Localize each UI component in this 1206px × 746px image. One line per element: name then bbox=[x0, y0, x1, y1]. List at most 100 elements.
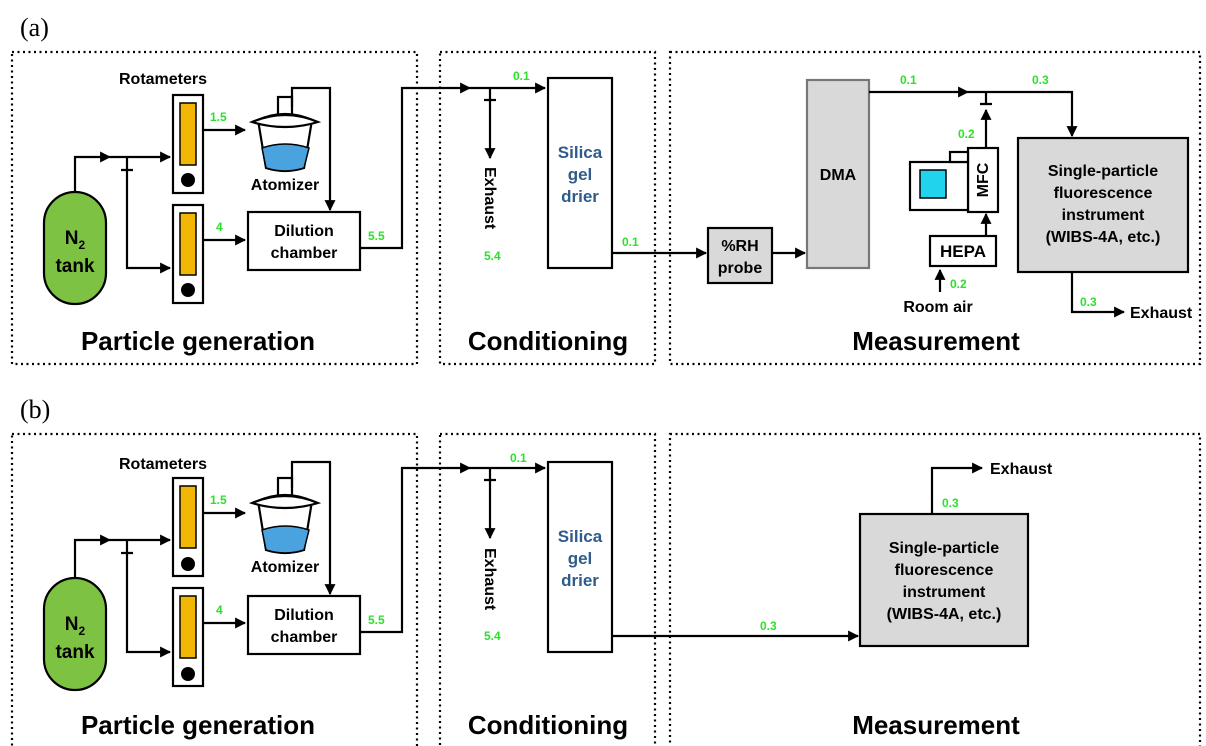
dilution-label-2: chamber bbox=[271, 245, 338, 262]
drier-label-3-b: drier bbox=[561, 571, 599, 590]
atomizer-icon bbox=[248, 95, 322, 173]
section-conditioning-b: Conditioning bbox=[468, 710, 628, 740]
drier-label-1: Silica bbox=[558, 143, 603, 162]
inst-label-1: Single-particle bbox=[1048, 163, 1158, 180]
tank-line bbox=[73, 151, 112, 192]
meas-tee bbox=[968, 90, 1002, 106]
flow-rot2: 4 bbox=[216, 220, 223, 234]
rh-label-1: %RH bbox=[721, 238, 758, 255]
flow-exhaust-b: 5.4 bbox=[484, 629, 501, 643]
room-air-label: Room air bbox=[903, 299, 972, 316]
inst-to-exhaust-b bbox=[930, 462, 984, 514]
rotameter-2-ball bbox=[181, 283, 195, 297]
flow-drier-in: 0.1 bbox=[513, 69, 530, 83]
flow-rot2-b: 4 bbox=[216, 603, 223, 617]
tee-to-instrument bbox=[1002, 90, 1078, 138]
inst-label-1-b: Single-particle bbox=[889, 540, 999, 557]
dma-label: DMA bbox=[820, 167, 857, 184]
flow-hepa: 0.2 bbox=[950, 277, 967, 291]
rotameter-1-ball-b bbox=[181, 557, 195, 571]
section-particle-generation: Particle generation bbox=[81, 326, 315, 356]
hepa-filter bbox=[928, 234, 998, 268]
inst-label-3-b: instrument bbox=[903, 584, 986, 601]
particle-generation-box bbox=[10, 50, 419, 366]
flow-mfc-up: 0.2 bbox=[958, 127, 975, 141]
tee-fitting bbox=[110, 155, 145, 172]
rotameter-1-tube bbox=[179, 102, 197, 166]
mfc-label: MFC bbox=[975, 162, 992, 197]
atomizer-label-b: Atomizer bbox=[251, 559, 319, 576]
inst-label-4-b: (WIBS-4A, etc.) bbox=[887, 606, 1002, 623]
flow-dil-out-b: 5.5 bbox=[368, 613, 385, 627]
tee-to-rot2-b bbox=[125, 553, 172, 658]
flow-exhaust: 5.4 bbox=[484, 249, 501, 263]
fluorescence-instrument bbox=[1016, 136, 1190, 274]
flow-inst-exhaust-b: 0.3 bbox=[942, 496, 959, 510]
rotameter-1-ball bbox=[181, 173, 195, 187]
cond-tee-b bbox=[470, 466, 505, 482]
fluorescence-instrument-b bbox=[858, 512, 1030, 648]
tank-label: N2 bbox=[65, 228, 86, 252]
tank-label-2: tank bbox=[55, 256, 95, 277]
dilution-to-conditioning bbox=[360, 82, 472, 250]
atomizer-label: Atomizer bbox=[251, 177, 319, 194]
hepa-label: HEPA bbox=[940, 242, 986, 261]
panel-a: (a) Particle generation Conditioning Mea… bbox=[10, 13, 1202, 366]
flow-drier-in-b: 0.1 bbox=[510, 451, 527, 465]
panel-b: (b) Particle generation Conditioning Mea… bbox=[10, 395, 1202, 746]
tee-to-rot2 bbox=[125, 170, 172, 274]
dilution-to-conditioning-b bbox=[360, 462, 472, 634]
exhaust-cond-label-b: Exhaust bbox=[481, 548, 498, 611]
exhaust-meas-label-b: Exhaust bbox=[990, 461, 1053, 478]
inst-label-2-b: fluorescence bbox=[895, 562, 994, 579]
inst-label-2: fluorescence bbox=[1054, 185, 1153, 202]
dilution-chamber bbox=[246, 210, 362, 272]
rotameter-2-ball-b bbox=[181, 667, 195, 681]
measurement-box bbox=[668, 50, 1202, 366]
section-measurement: Measurement bbox=[852, 326, 1020, 356]
flow-to-inst: 0.3 bbox=[1032, 73, 1049, 87]
atomizer-to-dilution-b bbox=[290, 460, 336, 596]
silica-gel-drier bbox=[546, 76, 614, 270]
dma bbox=[805, 78, 871, 270]
inst-to-exhaust bbox=[1070, 272, 1126, 318]
rotameter-2-tube bbox=[179, 212, 197, 276]
inst-label-4: (WIBS-4A, etc.) bbox=[1046, 229, 1161, 246]
drier-label-3: drier bbox=[561, 187, 599, 206]
flow-rot1: 1.5 bbox=[210, 110, 227, 124]
measurement-box-b bbox=[668, 432, 1202, 746]
flow-to-inst-b: 0.3 bbox=[760, 619, 777, 633]
section-measurement-b: Measurement bbox=[852, 710, 1020, 740]
rotameters-label-b: Rotameters bbox=[119, 456, 207, 473]
rh-label-2: probe bbox=[718, 260, 763, 277]
drier-label-2: gel bbox=[568, 165, 593, 184]
flow-drier-out: 0.1 bbox=[622, 235, 639, 249]
flow-dil-out: 5.5 bbox=[368, 229, 385, 243]
dilution-label-1-b: Dilution bbox=[274, 607, 334, 624]
drier-label-1-b: Silica bbox=[558, 527, 603, 546]
tank-label-b: N2 bbox=[65, 614, 86, 638]
flow-rot1-b: 1.5 bbox=[210, 493, 227, 507]
dilution-chamber-b bbox=[246, 594, 362, 656]
atomizer-to-dilution bbox=[290, 86, 336, 212]
exhaust-meas-label: Exhaust bbox=[1130, 305, 1193, 322]
rotameter-2-tube-b bbox=[179, 595, 197, 659]
cond-tee bbox=[470, 86, 505, 102]
exhaust-cond-label: Exhaust bbox=[481, 167, 498, 230]
section-particle-generation-b: Particle generation bbox=[81, 710, 315, 740]
silica-gel-drier-b bbox=[546, 460, 614, 654]
atomizer-icon-b bbox=[248, 476, 322, 555]
computer-icon bbox=[908, 150, 970, 212]
section-conditioning: Conditioning bbox=[468, 326, 628, 356]
dilution-label-1: Dilution bbox=[274, 223, 334, 240]
mfc bbox=[966, 146, 1000, 214]
tank-label-2-b: tank bbox=[55, 642, 95, 663]
rotameters-label: Rotameters bbox=[119, 71, 207, 88]
tank-line-b bbox=[73, 534, 112, 578]
panel-a-label: (a) bbox=[20, 13, 49, 42]
tee-fitting-b bbox=[110, 538, 145, 555]
dilution-label-2-b: chamber bbox=[271, 629, 338, 646]
conditioning-box-b bbox=[438, 432, 657, 746]
rotameter-1-tube-b bbox=[179, 485, 197, 549]
